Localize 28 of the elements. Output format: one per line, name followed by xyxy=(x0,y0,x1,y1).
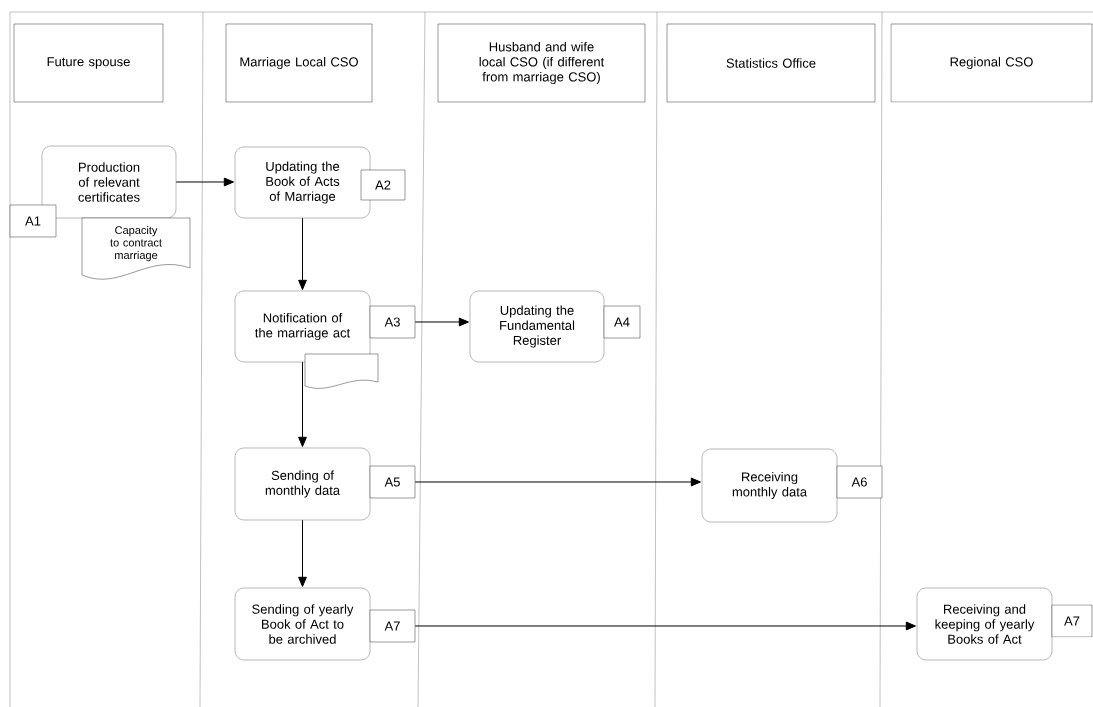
activity-tag: A1 xyxy=(9,204,57,238)
lane-header: Marriage Local CSO xyxy=(225,23,373,103)
arrow xyxy=(414,317,469,327)
lane-header: Husband and wife local CSO (if different from marriage CSO) xyxy=(437,23,646,103)
lane-header: Regional CSO xyxy=(890,23,1093,103)
process-box: Updating the Book of Acts of Marriage xyxy=(234,146,371,219)
process-box: Receiving and keeping of yearly Books of Act xyxy=(916,587,1053,661)
arrow xyxy=(414,477,701,487)
document-shape xyxy=(304,353,379,389)
arrow xyxy=(414,621,916,631)
process-box: Updating the Fundamental Register xyxy=(469,290,605,363)
activity-tag: A6 xyxy=(836,465,883,499)
arrow xyxy=(175,177,234,187)
activity-tag: A7 xyxy=(1051,604,1093,638)
lane-header: Statistics Office xyxy=(666,23,876,103)
activity-tag: A4 xyxy=(603,305,641,339)
activity-tag: A7 xyxy=(369,609,416,643)
process-box: Receiving monthly data xyxy=(701,448,838,523)
arrow xyxy=(298,217,307,290)
process-box: Production of relevant certificates xyxy=(41,145,177,219)
arrow xyxy=(298,361,307,447)
activity-tag: A5 xyxy=(369,465,416,499)
arrow xyxy=(298,519,307,587)
activity-tag: A2 xyxy=(360,169,406,201)
activity-tag: A3 xyxy=(369,305,416,339)
lane-header: Future spouse xyxy=(13,23,164,103)
process-box: Sending of yearly Book of Act to be archived xyxy=(234,587,371,661)
process-box: Sending of monthly data xyxy=(234,447,371,521)
